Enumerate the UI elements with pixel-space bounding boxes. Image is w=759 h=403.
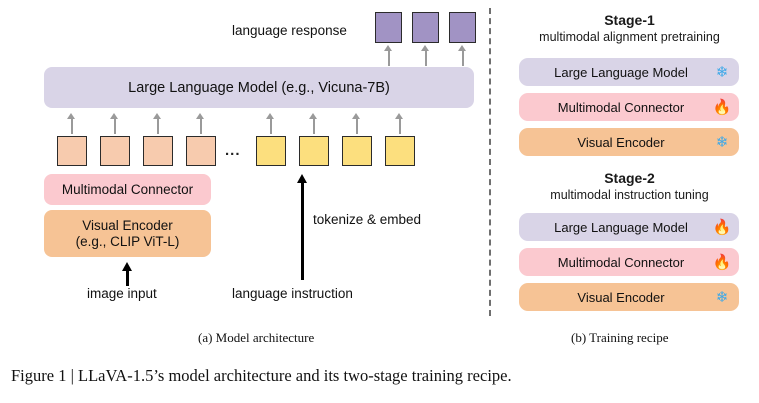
language-instruction-label: language instruction (232, 286, 353, 301)
stage-2-title: Stage-2 (604, 170, 655, 186)
tokenize-embed-label: tokenize & embed (313, 212, 422, 227)
stage-2-row-connector-label: Multimodal Connector (557, 254, 685, 270)
arrow-up-icon (196, 113, 205, 134)
text-token (342, 136, 372, 166)
arrow-up-icon (395, 113, 404, 134)
stage-2-subtitle: multimodal instruction tuning (550, 188, 709, 202)
multimodal-connector-block: Multimodal Connector (44, 174, 211, 205)
arrow-up-icon (266, 113, 275, 134)
subcaption-b: (b) Training recipe (571, 330, 669, 345)
response-token (412, 12, 439, 43)
text-token (385, 136, 415, 166)
stage-1-row-connector: Multimodal Connector 🔥 (519, 93, 739, 121)
stage-1-row-llm: Large Language Model ❄ (519, 58, 739, 86)
stage-1-row-encoder-label: Visual Encoder (577, 134, 665, 150)
subcaption-a: (a) Model architecture (198, 330, 315, 345)
flame-icon: 🔥 (712, 218, 732, 236)
arrow-up-icon (384, 45, 393, 66)
image-token (57, 136, 87, 166)
arrow-up-icon (110, 113, 119, 134)
stage-1-subtitle: multimodal alignment pretraining (539, 30, 720, 44)
image-token (100, 136, 130, 166)
response-token (449, 12, 476, 43)
image-input-arrow-icon (122, 262, 133, 286)
visual-encoder-label-line2: (e.g., CLIP ViT-L) (75, 233, 180, 249)
snowflake-icon: ❄ (715, 63, 729, 81)
arrow-up-icon (458, 45, 467, 66)
flame-icon: 🔥 (712, 98, 732, 116)
response-token (375, 12, 402, 43)
arrow-up-icon (421, 45, 430, 66)
arrow-up-icon (309, 113, 318, 134)
stage-1-row-connector-label: Multimodal Connector (557, 99, 685, 115)
llm-label: Large Language Model (e.g., Vicuna-7B) (128, 79, 390, 96)
stage-1-row-encoder: Visual Encoder ❄ (519, 128, 739, 156)
stage-2-row-encoder-label: Visual Encoder (577, 289, 665, 305)
text-token (299, 136, 329, 166)
flame-icon: 🔥 (712, 253, 732, 271)
figure-caption: Figure 1 | LLaVA-1.5’s model architectur… (11, 366, 512, 385)
arrow-up-icon (153, 113, 162, 134)
arrow-up-icon (67, 113, 76, 134)
ellipsis: ... (225, 142, 241, 159)
panel-divider (489, 8, 491, 316)
snowflake-icon: ❄ (715, 133, 729, 151)
stage-1-title: Stage-1 (604, 12, 655, 28)
multimodal-connector-label: Multimodal Connector (61, 182, 194, 197)
snowflake-icon: ❄ (715, 288, 729, 306)
stage-2-row-connector: Multimodal Connector 🔥 (519, 248, 739, 276)
image-input-label: image input (87, 286, 157, 301)
image-token (186, 136, 216, 166)
large-language-model-block: Large Language Model (e.g., Vicuna-7B) (44, 67, 474, 108)
arrow-up-icon (352, 113, 361, 134)
language-response-label: language response (232, 23, 347, 38)
stage-2-row-llm: Large Language Model 🔥 (519, 213, 739, 241)
stage-1-row-llm-label: Large Language Model (554, 64, 688, 80)
visual-encoder-label-line1: Visual Encoder (82, 217, 173, 233)
visual-encoder-block: Visual Encoder (e.g., CLIP ViT-L) (44, 210, 211, 257)
text-token (256, 136, 286, 166)
stage-2-row-encoder: Visual Encoder ❄ (519, 283, 739, 311)
tokenize-arrow-icon (297, 174, 308, 280)
image-token (143, 136, 173, 166)
stage-2-row-llm-label: Large Language Model (554, 219, 688, 235)
